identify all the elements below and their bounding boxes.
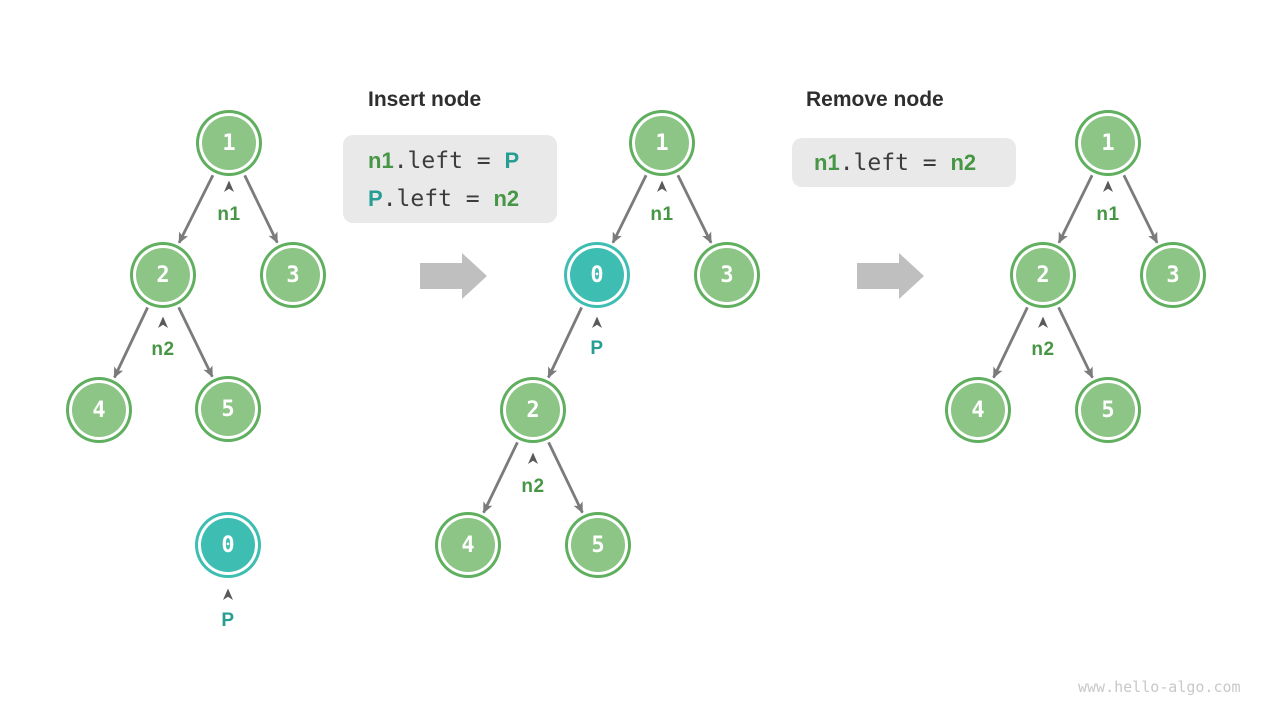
remove-code-box: n1.left = n2 [792, 138, 1016, 187]
edge-initial-2-4 [113, 306, 149, 379]
up-caret-icon [1103, 180, 1113, 192]
pointer-n2-label: n2 [521, 476, 545, 497]
code-line: P.left = n2 [368, 180, 557, 218]
up-caret-icon [224, 180, 234, 192]
tree-insert-node-0-inserted: 0 [570, 248, 624, 302]
tree-remove-node-4: 4 [951, 383, 1005, 437]
code-token-n1: n1 [814, 150, 840, 175]
tree-initial-node-1: 1 [202, 116, 256, 170]
tree-remove-node-5: 5 [1081, 383, 1135, 437]
pointer-n1-label: n1 [217, 204, 241, 225]
watermark-url: www.hello-algo.com [1078, 678, 1241, 696]
edge-remove-1-2 [1057, 174, 1094, 244]
code-token-assign: .left = [839, 150, 951, 176]
edge-initial-1-2 [177, 174, 215, 244]
up-caret-icon [528, 452, 538, 464]
tree-insert-node-3: 3 [700, 248, 754, 302]
tree-insert-node-2: 2 [506, 383, 560, 437]
tree-initial-node-0-new: 0 [201, 518, 255, 572]
edge-insert-0-2 [547, 306, 583, 379]
edge-insert-1-3 [676, 174, 713, 244]
tree-insert-node-4: 4 [441, 518, 495, 572]
block-arrow-right-icon [857, 253, 924, 299]
insert-node-heading: Insert node [368, 88, 482, 111]
tree-initial-node-4: 4 [72, 383, 126, 437]
insert-code-box: n1.left = P P.left = n2 [343, 135, 557, 223]
pointer-n1-label: n1 [650, 204, 674, 225]
block-arrow-right-icon [420, 253, 487, 299]
tree-insert-node-5: 5 [571, 518, 625, 572]
edge-initial-1-3 [243, 174, 279, 244]
tree-remove-node-1: 1 [1081, 116, 1135, 170]
pointer-n2-label: n2 [151, 339, 175, 360]
up-caret-icon [223, 588, 233, 600]
edge-initial-2-5 [177, 306, 214, 378]
tree-initial-node-3: 3 [266, 248, 320, 302]
code-token-assign: .left = [382, 186, 494, 212]
up-caret-icon [657, 180, 667, 192]
up-caret-icon [158, 316, 168, 328]
code-line: n1.left = P [368, 142, 557, 180]
up-caret-icon [1038, 316, 1048, 328]
pointer-p-label: P [221, 610, 235, 631]
tree-initial-node-2: 2 [136, 248, 190, 302]
code-line: n1.left = n2 [814, 144, 1016, 182]
code-token-n2: n2 [950, 150, 977, 175]
tree-remove-node-2: 2 [1016, 248, 1070, 302]
pointer-p-label: P [590, 338, 604, 359]
tree-initial-node-5: 5 [201, 382, 255, 436]
edge-remove-2-5 [1057, 306, 1094, 379]
tree-remove-node-3: 3 [1146, 248, 1200, 302]
code-token-assign: .left = [393, 148, 505, 174]
tree-insert-node-1: 1 [635, 116, 689, 170]
edge-remove-2-4 [992, 306, 1029, 379]
code-token-n1: n1 [368, 148, 394, 173]
edge-insert-2-5 [547, 441, 584, 514]
pointer-n2-label: n2 [1031, 339, 1055, 360]
code-token-n2: n2 [493, 186, 520, 211]
edge-insert-1-0 [611, 174, 648, 244]
pointer-n1-label: n1 [1096, 204, 1120, 225]
edge-insert-2-4 [482, 441, 519, 514]
up-caret-icon [592, 316, 602, 328]
remove-node-heading: Remove node [806, 88, 944, 111]
edge-remove-1-3 [1122, 174, 1159, 244]
code-token-p: P [368, 186, 383, 211]
code-token-p: P [504, 148, 520, 173]
